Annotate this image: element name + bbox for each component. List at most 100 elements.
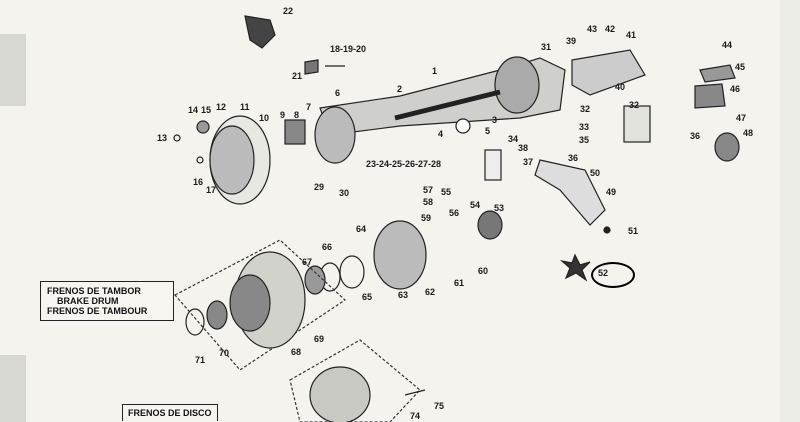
housing-end: [314, 106, 356, 164]
label-part-36a: 36: [568, 153, 579, 163]
part-32-block: [623, 105, 651, 143]
differential-cover: [494, 56, 540, 114]
label-part-57: 57: [423, 185, 434, 195]
label-part-44: 44: [722, 40, 733, 50]
part-71-seal: [185, 308, 205, 336]
label-part-13: 13: [157, 133, 168, 143]
scan-tab-bottom: [0, 355, 26, 422]
part-63-hub: [373, 220, 427, 290]
part-16-bolt: [196, 156, 204, 164]
brake-drum-frame: [174, 239, 346, 371]
part-51-dot: [603, 226, 611, 234]
label-part-61: 61: [454, 278, 465, 288]
label-part-6: 6: [335, 88, 341, 98]
label-part-14: 14: [188, 105, 199, 115]
label-part-60: 60: [478, 266, 489, 276]
drive-shaft: [394, 89, 501, 121]
part-68-drum-face: [229, 274, 271, 332]
label-part-75: 75: [434, 401, 445, 411]
label-part-59: 59: [421, 213, 432, 223]
label-part-46: 46: [730, 84, 741, 94]
label-part-22: 22: [283, 6, 294, 16]
brake-drum-note-en: BRAKE DRUM: [57, 296, 119, 306]
part-75-bolt: [404, 389, 426, 396]
part-45-lever: [699, 64, 736, 83]
label-part-65: 65: [362, 292, 373, 302]
label-part-68: 68: [291, 347, 302, 357]
label-part-1: 1: [432, 66, 438, 76]
label-part-55: 55: [441, 187, 452, 197]
label-part-21: 21: [292, 71, 303, 81]
disc-hub: [309, 366, 371, 422]
label-part-51: 51: [628, 226, 639, 236]
label-part-32a: 32: [580, 104, 591, 114]
label-part-32b: 32: [629, 100, 640, 110]
part-5-ring: [455, 118, 471, 134]
label-part-62: 62: [425, 287, 436, 297]
label-part-53: 53: [494, 203, 505, 213]
highlight-circle-part-52: [591, 262, 635, 288]
label-part-37: 37: [523, 157, 534, 167]
label-part-63: 63: [398, 290, 409, 300]
part-22-bracket: [244, 15, 276, 49]
part-48-ball: [714, 132, 740, 162]
label-part-67: 67: [302, 257, 313, 267]
part-46-bracket: [694, 83, 726, 109]
label-part-71: 71: [195, 355, 206, 365]
label-part-5: 5: [485, 126, 491, 136]
label-part-29: 29: [314, 182, 325, 192]
brake-drum-note-fr: FRENOS DE TAMBOUR: [47, 306, 148, 316]
label-part-36b: 36: [690, 131, 701, 141]
part-52-star: [559, 253, 591, 282]
label-part-15: 15: [201, 105, 212, 115]
label-part-35: 35: [579, 135, 590, 145]
label-part-30: 30: [339, 188, 350, 198]
label-part-17: 17: [206, 185, 217, 195]
label-part-31: 31: [541, 42, 552, 52]
label-part-47: 47: [736, 113, 747, 123]
label-part-40: 40: [615, 82, 626, 92]
brake-drum-note-es: FRENOS DE TAMBOR: [47, 286, 141, 296]
label-part-4: 4: [438, 129, 444, 139]
label-part-38: 38: [518, 143, 529, 153]
label-part-49: 49: [606, 187, 617, 197]
label-part-64: 64: [356, 224, 367, 234]
part-65-ring: [339, 255, 365, 289]
disc-brake-frame: [289, 339, 421, 422]
label-part-9: 9: [280, 110, 286, 120]
part-37-bolt: [484, 149, 502, 181]
part-15-nut: [196, 120, 210, 134]
brake-drum-note: FRENOS DE TAMBOR BRAKE DRUM FRENOS DE TA…: [40, 281, 174, 321]
disc-brake-note: FRENOS DE DISCO: [122, 404, 218, 421]
label-part-23-28: 23-24-25-26-27-28: [366, 159, 442, 169]
label-part-69: 69: [314, 334, 325, 344]
label-part-8: 8: [294, 110, 300, 120]
label-part-74: 74: [410, 411, 421, 421]
label-part-11: 11: [240, 102, 250, 112]
label-part-33: 33: [579, 122, 590, 132]
label-part-56: 56: [449, 208, 460, 218]
label-part-3: 3: [492, 115, 498, 125]
scan-tab-top: [0, 34, 26, 106]
label-part-70: 70: [219, 348, 230, 358]
label-part-50: 50: [590, 168, 601, 178]
label-part-42: 42: [605, 24, 616, 34]
label-part-12: 12: [216, 102, 227, 112]
part-53-cap: [477, 210, 503, 240]
label-part-48: 48: [743, 128, 754, 138]
part-13-bolt: [173, 134, 181, 142]
part-21-clip: [304, 59, 319, 75]
label-part-66: 66: [322, 242, 333, 252]
scan-margin: [780, 0, 800, 422]
label-part-18-20: 18-19-20: [330, 44, 367, 54]
disc-brake-note-es: FRENOS DE DISCO: [128, 408, 212, 418]
label-part-58: 58: [423, 197, 434, 207]
label-part-34: 34: [508, 134, 519, 144]
part-70-bearing: [206, 300, 228, 330]
part-49-arm: [534, 159, 606, 226]
label-part-7: 7: [306, 102, 312, 112]
label-part-2: 2: [397, 84, 403, 94]
part-9-bearing: [284, 119, 306, 145]
part-67-ring: [304, 265, 326, 295]
